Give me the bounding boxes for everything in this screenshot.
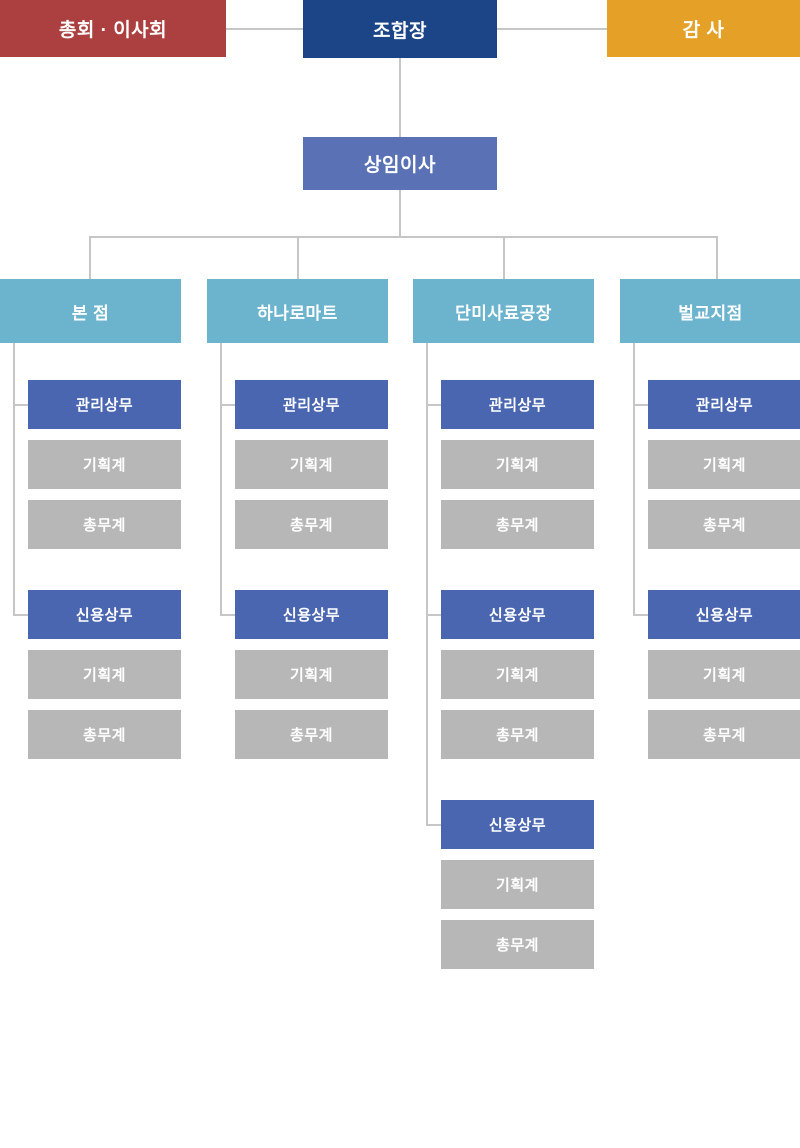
- dept-3-group-0-team-1[interactable]: 총무계: [648, 500, 800, 549]
- stub-dept-2-group-1: [426, 614, 442, 616]
- dept-0-group-1-manager[interactable]: 신용상무: [28, 590, 181, 639]
- dept-2-group-2-manager[interactable]: 신용상무: [441, 800, 594, 849]
- connector-executive-bus: [399, 190, 401, 237]
- stub-dept-3-group-0: [633, 404, 649, 406]
- connector-chairman-auditor: [496, 28, 608, 30]
- stub-dept-3-group-1: [633, 614, 649, 616]
- dept-0-group-1-team-1[interactable]: 총무계: [28, 710, 181, 759]
- dept-1-group-1-team-1[interactable]: 총무계: [235, 710, 388, 759]
- connector-department-bus: [89, 236, 718, 238]
- dept-header-0[interactable]: 본 점: [0, 279, 181, 343]
- dept-3-group-1-team-1[interactable]: 총무계: [648, 710, 800, 759]
- dept-1-group-0-team-1[interactable]: 총무계: [235, 500, 388, 549]
- connector-bus-dept-0: [89, 236, 91, 279]
- connector-assembly-chairman: [226, 28, 304, 30]
- dept-1-group-1-manager[interactable]: 신용상무: [235, 590, 388, 639]
- dept-2-group-2-team-0[interactable]: 기획계: [441, 860, 594, 909]
- stub-dept-0-group-0: [13, 404, 29, 406]
- dept-0-group-0-team-0[interactable]: 기획계: [28, 440, 181, 489]
- dept-2-group-0-manager[interactable]: 관리상무: [441, 380, 594, 429]
- stub-dept-0-group-1: [13, 614, 29, 616]
- spine-dept-0: [13, 343, 15, 615]
- node-assembly[interactable]: 총회 · 이사회: [0, 0, 226, 57]
- dept-header-2[interactable]: 단미사료공장: [413, 279, 594, 343]
- node-executive[interactable]: 상임이사: [303, 137, 497, 190]
- dept-2-group-1-team-1[interactable]: 총무계: [441, 710, 594, 759]
- dept-3-group-1-team-0[interactable]: 기획계: [648, 650, 800, 699]
- dept-2-group-0-team-0[interactable]: 기획계: [441, 440, 594, 489]
- connector-bus-dept-2: [503, 236, 505, 279]
- dept-2-group-0-team-1[interactable]: 총무계: [441, 500, 594, 549]
- node-chairman[interactable]: 조합장: [303, 0, 497, 58]
- dept-1-group-1-team-0[interactable]: 기획계: [235, 650, 388, 699]
- dept-3-group-1-manager[interactable]: 신용상무: [648, 590, 800, 639]
- dept-2-group-1-team-0[interactable]: 기획계: [441, 650, 594, 699]
- dept-0-group-0-manager[interactable]: 관리상무: [28, 380, 181, 429]
- connector-bus-dept-1: [297, 236, 299, 279]
- dept-header-3[interactable]: 벌교지점: [620, 279, 800, 343]
- dept-1-group-0-team-0[interactable]: 기획계: [235, 440, 388, 489]
- dept-2-group-2-team-1[interactable]: 총무계: [441, 920, 594, 969]
- dept-0-group-1-team-0[interactable]: 기획계: [28, 650, 181, 699]
- connector-bus-dept-3: [716, 236, 718, 279]
- stub-dept-1-group-0: [220, 404, 236, 406]
- spine-dept-3: [633, 343, 635, 615]
- connector-chairman-executive: [399, 58, 401, 138]
- dept-3-group-0-team-0[interactable]: 기획계: [648, 440, 800, 489]
- dept-0-group-0-team-1[interactable]: 총무계: [28, 500, 181, 549]
- dept-header-1[interactable]: 하나로마트: [207, 279, 388, 343]
- dept-2-group-1-manager[interactable]: 신용상무: [441, 590, 594, 639]
- dept-3-group-0-manager[interactable]: 관리상무: [648, 380, 800, 429]
- stub-dept-2-group-2: [426, 824, 442, 826]
- spine-dept-2: [426, 343, 428, 825]
- stub-dept-1-group-1: [220, 614, 236, 616]
- stub-dept-2-group-0: [426, 404, 442, 406]
- dept-1-group-0-manager[interactable]: 관리상무: [235, 380, 388, 429]
- spine-dept-1: [220, 343, 222, 615]
- node-auditor[interactable]: 감 사: [607, 0, 800, 57]
